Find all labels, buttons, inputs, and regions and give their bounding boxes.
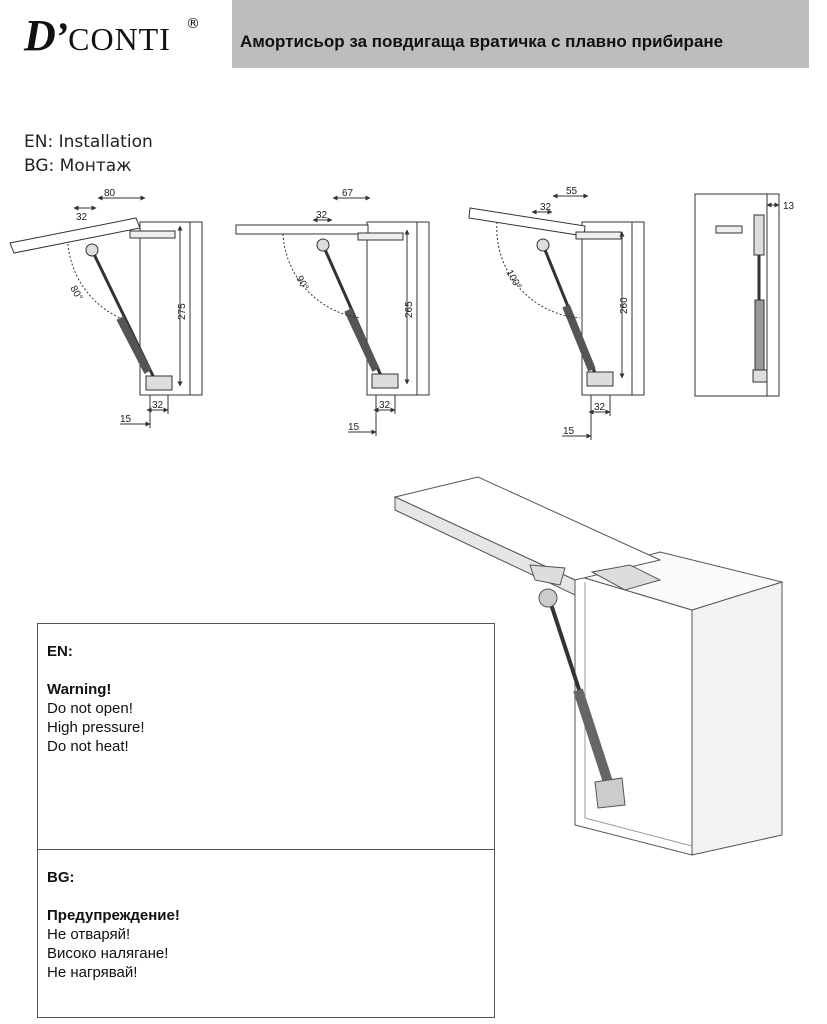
dim-bottom: 32 xyxy=(594,402,606,413)
hinge xyxy=(129,230,176,239)
warning-lang-label: BG: xyxy=(47,869,75,886)
dim-hinge: 32 xyxy=(76,212,88,223)
dim-angle: 80° xyxy=(67,284,84,303)
warning-line: Не отваряй! xyxy=(47,926,131,943)
door-panel xyxy=(9,217,141,254)
warning-line: Do not heat! xyxy=(47,738,129,755)
warning-line: Do not open! xyxy=(47,700,133,717)
dim-top: 80 xyxy=(104,188,116,199)
cabinet-side xyxy=(581,221,645,396)
dim-offset: 15 xyxy=(348,422,360,433)
door-panel xyxy=(468,207,586,237)
door-panel xyxy=(235,224,369,235)
dim-angle: 100° xyxy=(503,268,523,291)
warning-line: High pressure! xyxy=(47,719,145,736)
dim-bottom: 32 xyxy=(379,400,391,411)
cabinet-face xyxy=(574,574,693,856)
warning-line: Не нагрявай! xyxy=(47,964,138,981)
dim-offset: 15 xyxy=(120,414,132,425)
dim-hinge: 32 xyxy=(316,210,328,221)
hinge xyxy=(357,232,404,241)
dim-bottom: 32 xyxy=(152,400,164,411)
dim-height: 275 xyxy=(177,303,188,320)
dim-side: 13 xyxy=(783,201,795,212)
diagram-90 xyxy=(235,195,430,436)
dim-hinge: 32 xyxy=(540,202,552,213)
installation-heading: EN: Installation BG: Монтаж xyxy=(24,130,153,178)
logo-wordmark: CONTI xyxy=(68,21,171,57)
hinge xyxy=(575,231,622,240)
cabinet-side xyxy=(366,221,430,396)
warning-en: EN: Warning! Do not open! High pressure!… xyxy=(38,624,494,850)
warning-bg: BG: Предупреждение! Не отваряй! Високо н… xyxy=(38,850,494,1019)
logo-letter: D xyxy=(24,11,56,60)
cabinet-3d-illustration xyxy=(393,476,784,856)
warning-lang-label: EN: xyxy=(47,643,73,660)
page-header: D’CONTI ® Амортисьор за повдигаща вратич… xyxy=(0,0,827,68)
page-title: Амортисьор за повдигаща вратичка с плавн… xyxy=(240,32,724,51)
cabinet-front xyxy=(694,193,780,397)
warning-box: EN: Warning! Do not open! High pressure!… xyxy=(37,623,495,1018)
cabinet-side xyxy=(139,221,203,396)
hinge-3d xyxy=(590,564,662,591)
logo-area: D’CONTI ® xyxy=(0,0,232,68)
warning-title: Предупреждение! xyxy=(47,907,180,924)
dim-angle: 90° xyxy=(293,274,310,293)
registered-mark: ® xyxy=(186,16,200,32)
dim-height: 260 xyxy=(619,297,630,314)
brand-logo: D’CONTI ® xyxy=(24,10,200,61)
dim-offset: 15 xyxy=(563,426,575,437)
dim-height: 265 xyxy=(404,301,415,318)
diagram-80 xyxy=(9,195,203,428)
warning-title: Warning! xyxy=(47,681,112,698)
diagram-side-view xyxy=(694,193,780,397)
installation-bg: BG: Монтаж xyxy=(24,156,132,176)
diagram-100 xyxy=(468,193,645,440)
logo-apostrophe: ’ xyxy=(54,14,69,59)
dim-top: 55 xyxy=(566,186,578,197)
installation-en: EN: Installation xyxy=(24,132,153,152)
title-bar: Амортисьор за повдигаща вратичка с плавн… xyxy=(232,0,809,68)
dim-top: 67 xyxy=(342,188,354,199)
warning-line: Високо налягане! xyxy=(47,945,169,962)
